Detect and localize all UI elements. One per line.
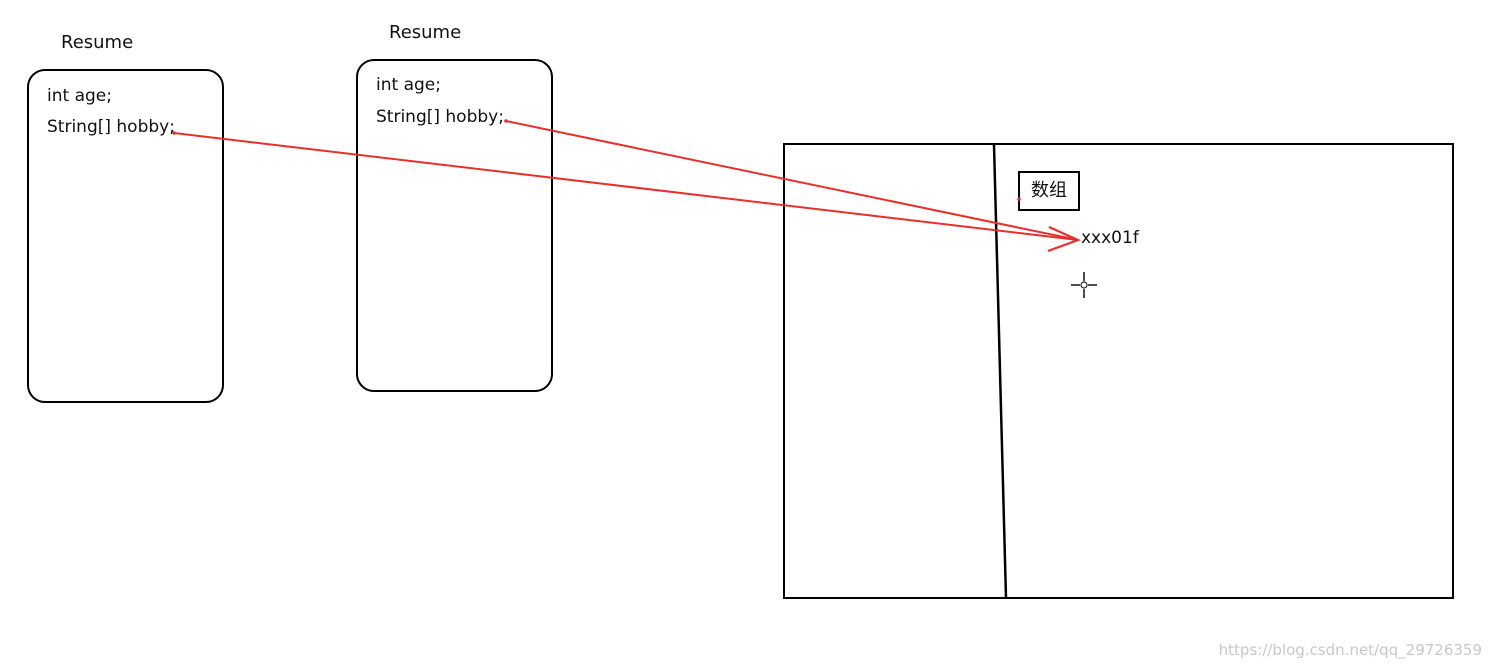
array-label-box: 数组	[1018, 171, 1080, 211]
object2-field-age: int age;	[376, 75, 441, 95]
heap-region	[783, 143, 1454, 599]
object1-field-hobby: String[] hobby;	[47, 117, 175, 137]
object1-class-name: Resume	[61, 32, 134, 53]
object1-field-age: int age;	[47, 86, 112, 106]
object2-class-name: Resume	[389, 22, 462, 43]
watermark: https://blog.csdn.net/qq_29726359	[1218, 641, 1482, 659]
object2-field-hobby: String[] hobby;	[376, 107, 504, 127]
array-address: xxx01f	[1081, 228, 1139, 248]
